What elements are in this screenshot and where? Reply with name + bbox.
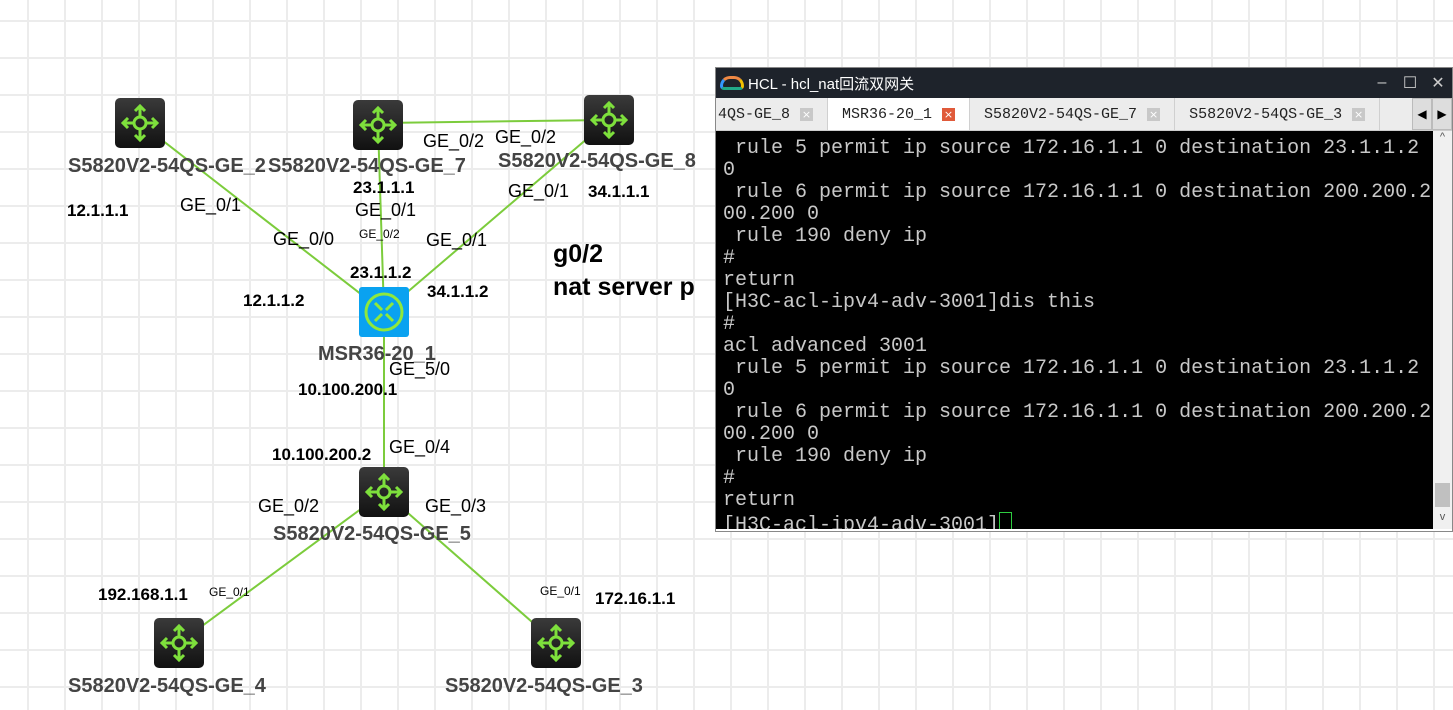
console-line: #	[723, 467, 736, 490]
console-line: rule 5 permit ip source 172.16.1.1 0 des…	[723, 137, 1420, 160]
tab-scroll: ◀▶	[1412, 98, 1452, 130]
ip-address-label: 34.1.1.2	[427, 282, 489, 301]
ip-address-label: 10.100.200.2	[272, 445, 372, 464]
interface-label: GE_0/1	[508, 181, 570, 201]
switch-icon[interactable]	[531, 618, 581, 668]
console-line: 0	[723, 159, 736, 182]
switch-icon[interactable]	[154, 618, 204, 668]
console-prompt-line: [H3C-acl-ipv4-adv-3001]	[723, 512, 1434, 529]
close-tab-icon[interactable]: ×	[800, 107, 814, 121]
ip-address-label: 12.1.1.2	[243, 291, 305, 310]
router-icon[interactable]	[359, 287, 409, 337]
console-line: [H3C-acl-ipv4-adv-3001]dis this	[723, 291, 1096, 314]
device-label: S5820V2-54QS-GE_8	[498, 150, 696, 172]
title-bar: HCL - hcl_nat回流双网关 – ☐ ✕	[716, 68, 1452, 98]
console-line: rule 6 permit ip source 172.16.1.1 0 des…	[723, 401, 1432, 424]
link-ge7-ge8	[377, 119, 610, 124]
interface-label: GE_0/1	[426, 230, 488, 250]
window-title: HCL - hcl_nat回流双网关	[748, 75, 915, 93]
minimize-button[interactable]: –	[1377, 74, 1387, 91]
topology-links	[139, 119, 610, 644]
vertical-scrollbar[interactable]: ^ v	[1433, 131, 1452, 529]
session-tab[interactable]: MSR36-20_1 ×	[828, 98, 971, 130]
session-tab[interactable]: S5820V2-54QS-GE_3 ×	[1175, 98, 1381, 130]
console-line: return	[723, 489, 796, 512]
interface-label: GE_0/4	[389, 437, 451, 457]
tab-label: S5820V2-54QS-GE_7	[984, 105, 1138, 123]
device-label: S5820V2-54QS-GE_2	[68, 155, 266, 177]
device-label: S5820V2-54QS-GE_7	[268, 155, 466, 177]
interface-label: GE_0/2	[258, 496, 320, 516]
device-label: S5820V2-54QS-GE_3	[445, 675, 643, 697]
interface-label: GE_0/3	[425, 496, 487, 516]
console-line: 00.200 0	[723, 203, 820, 226]
console-line: rule 6 permit ip source 172.16.1.1 0 des…	[723, 181, 1432, 204]
text-cursor	[999, 512, 1013, 529]
switch-icon[interactable]	[353, 100, 403, 150]
maximize-button[interactable]: ☐	[1402, 75, 1418, 92]
device-label: MSR36-20_1	[318, 343, 436, 365]
console-line: rule 5 permit ip source 172.16.1.1 0 des…	[723, 357, 1420, 380]
console-line: acl advanced 3001	[723, 335, 928, 358]
session-tabs: 4QS-GE_8×MSR36-20_1×S5820V2-54QS-GE_7×S5…	[716, 98, 1452, 131]
tab-left-icon[interactable]: ◀	[1412, 98, 1432, 130]
annotation-note: g0/2	[553, 240, 604, 268]
switch-icon[interactable]	[115, 98, 165, 148]
link-ge5-ge4	[178, 491, 385, 644]
link-ge2-msr	[139, 122, 385, 313]
console-line: rule 190 deny ip	[723, 225, 928, 248]
close-tab-icon[interactable]: ×	[1352, 107, 1366, 121]
scroll-thumb[interactable]	[1435, 483, 1450, 507]
console-line: 0	[723, 379, 736, 402]
ip-address-label: 10.100.200.1	[298, 380, 398, 399]
hcl-cloud-icon	[720, 76, 744, 90]
interface-label: GE_0/2	[495, 127, 557, 147]
console-line: #	[723, 247, 736, 270]
link-ge5-ge3	[383, 491, 557, 644]
console-line: return	[723, 269, 796, 292]
link-ge8-msr	[383, 119, 610, 313]
device-label: S5820V2-54QS-GE_5	[273, 523, 471, 545]
ip-address-label: 23.1.1.1	[353, 178, 415, 197]
tab-label: MSR36-20_1	[842, 105, 933, 123]
link-ge7-msr	[377, 124, 385, 313]
close-tab-icon[interactable]: ×	[942, 107, 956, 121]
interface-label: GE_0/2	[359, 227, 400, 241]
interface-label: GE_0/1	[180, 195, 242, 215]
close-button[interactable]: ✕	[1431, 75, 1445, 92]
console-line: rule 190 deny ip	[723, 445, 928, 468]
ip-address-label: 23.1.1.2	[350, 263, 412, 282]
console-window: HCL - hcl_nat回流双网关 – ☐ ✕ 4QS-GE_8×MSR36-…	[715, 67, 1453, 532]
ip-address-label: 192.168.1.1	[98, 585, 188, 604]
interface-label: GE_0/2	[423, 131, 485, 151]
terminal-output[interactable]: rule 5 permit ip source 172.16.1.1 0 des…	[716, 131, 1434, 529]
interface-label: GE_0/1	[540, 584, 581, 598]
console-line: 00.200 0	[723, 423, 820, 446]
ip-address-label: 34.1.1.1	[588, 182, 650, 201]
console-prompt: [H3C-acl-ipv4-adv-3001]	[723, 514, 1000, 530]
scroll-down-icon[interactable]: v	[1439, 511, 1446, 523]
session-tab[interactable]: S5820V2-54QS-GE_7 ×	[970, 98, 1176, 130]
console-line: #	[723, 313, 736, 336]
device-label: S5820V2-54QS-GE_4	[68, 675, 266, 697]
session-tab[interactable]: 4QS-GE_8 ×	[716, 98, 829, 130]
interface-label: GE_0/1	[355, 200, 417, 220]
annotation-note: nat server p	[553, 273, 695, 301]
close-tab-icon[interactable]: ×	[1147, 107, 1161, 121]
interface-label: GE_5/0	[389, 359, 451, 379]
tab-label: S5820V2-54QS-GE_3	[1189, 105, 1343, 123]
ip-address-label: 12.1.1.1	[67, 201, 129, 220]
interface-label: GE_0/1	[209, 585, 250, 599]
tab-label: 4QS-GE_8	[718, 105, 791, 123]
switch-icon[interactable]	[584, 95, 634, 145]
tab-right-icon[interactable]: ▶	[1432, 98, 1452, 130]
switch-icon[interactable]	[359, 467, 409, 517]
interface-label: GE_0/0	[273, 229, 335, 249]
scroll-up-icon[interactable]: ^	[1439, 131, 1446, 143]
ip-address-label: 172.16.1.1	[595, 589, 676, 608]
